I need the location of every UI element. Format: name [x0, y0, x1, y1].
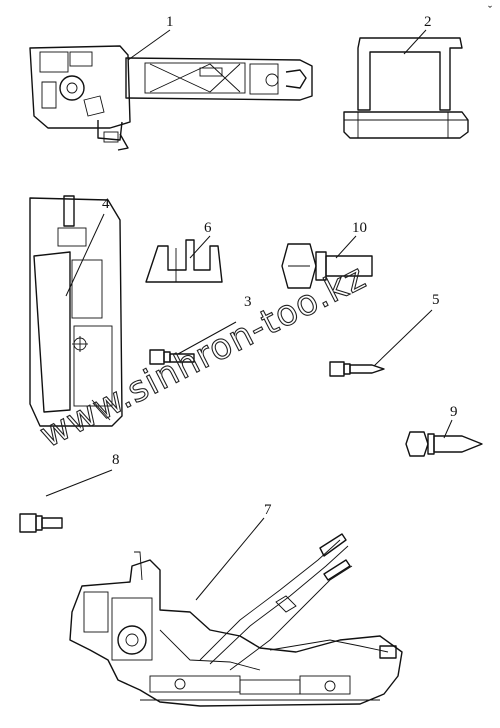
callout-4: 4	[102, 196, 110, 212]
part-7-lock-mechanism	[69, 533, 403, 707]
part-10-flange-bolt	[281, 243, 373, 289]
callout-3: 3	[244, 294, 252, 310]
part-9-tapping-screw	[405, 431, 483, 457]
part-5-tapping-screw	[329, 361, 385, 377]
part-6-clip	[145, 239, 223, 283]
leader-lines	[45, 29, 453, 601]
callout-2: 2	[424, 14, 432, 30]
corner-mark: ˇ	[488, 3, 492, 17]
callout-10: 10	[352, 220, 367, 236]
callout-8: 8	[112, 452, 120, 468]
callout-5: 5	[432, 292, 440, 308]
callout-9: 9	[450, 404, 458, 420]
watermark: www.sinhron-too.kz	[34, 257, 373, 456]
part-8-bolt	[19, 513, 63, 533]
callout-1: 1	[166, 14, 174, 30]
part-4-inner-handle	[29, 195, 123, 427]
part-2-bracket	[343, 37, 469, 139]
part-1-outer-handle	[29, 45, 313, 151]
callout-7: 7	[264, 502, 272, 518]
callout-6: 6	[204, 220, 212, 236]
part-3-bolt	[149, 349, 195, 365]
